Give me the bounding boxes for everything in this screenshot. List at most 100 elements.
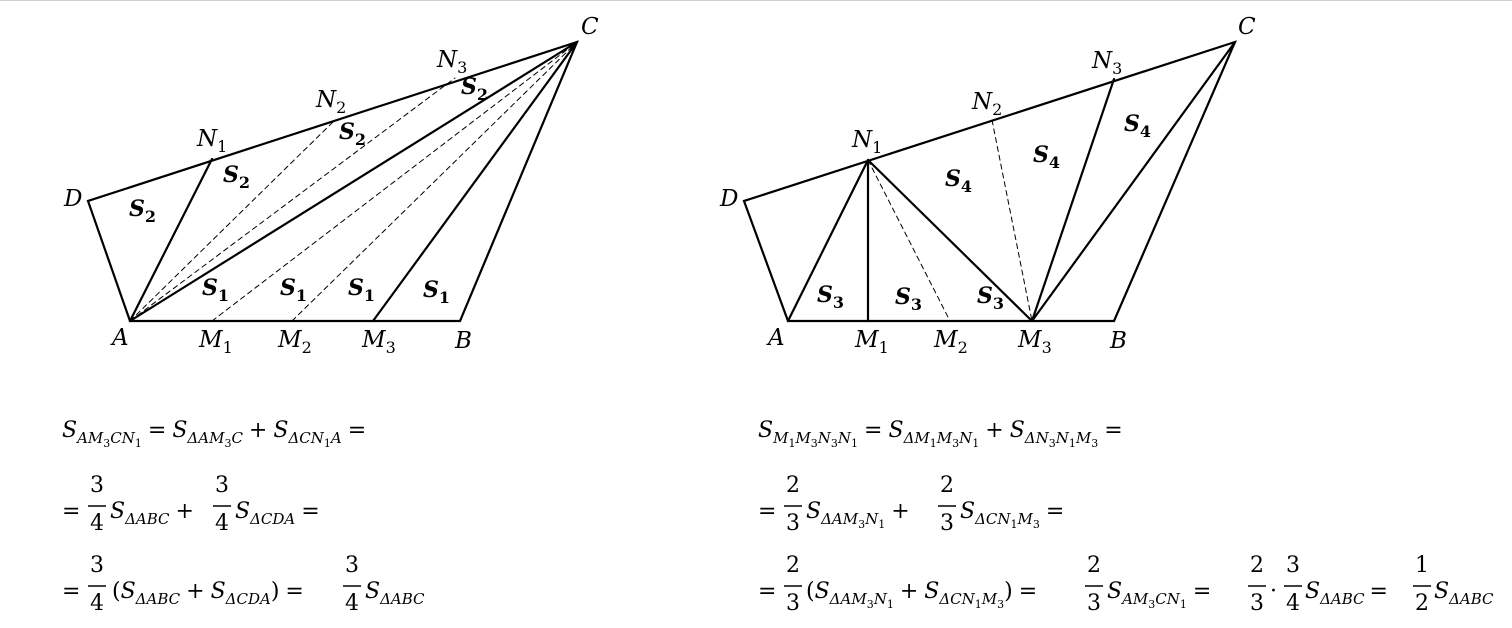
left-area-s2-d: S2 <box>461 74 488 104</box>
right-dashed-n2-m3 <box>991 119 1033 322</box>
left-area-s2-a: S2 <box>129 196 156 226</box>
svg-text:3: 3 <box>940 511 954 536</box>
right-label-c: C <box>1238 14 1256 40</box>
svg-text:4: 4 <box>215 511 229 536</box>
svg-text:3: 3 <box>786 511 800 536</box>
left-label-d: D <box>63 186 82 212</box>
right-eq-line3-frac1: 2 3 <box>784 553 802 616</box>
svg-text:3: 3 <box>1286 553 1300 578</box>
left-dashed-a-n3 <box>129 77 456 322</box>
svg-text:3: 3 <box>215 473 229 498</box>
right-area-s4-a: S4 <box>945 166 972 196</box>
left-dashed-m2-c <box>291 41 578 322</box>
svg-text:3: 3 <box>1087 591 1101 616</box>
left-area-s2-b: S2 <box>223 162 250 192</box>
left-eq-line2-term2: SΔCDA= <box>235 499 320 528</box>
right-label-d: D <box>719 186 738 212</box>
svg-text:2: 2 <box>786 473 800 498</box>
svg-text:2: 2 <box>1415 591 1429 616</box>
right-label-n3: N3 <box>1091 48 1122 78</box>
svg-text:3: 3 <box>90 473 104 498</box>
left-area-labels: S2 S2 S2 S2 S1 S1 S1 S1 <box>129 74 488 307</box>
left-label-b: B <box>454 328 472 354</box>
left-eq-line3-frac1: 3 4 <box>88 553 106 616</box>
right-eq-line3-result: SΔABC <box>1434 579 1494 608</box>
right-label-m2: M2 <box>933 327 968 357</box>
left-eq-line2-eq: = <box>62 499 80 524</box>
left-label-m3: M3 <box>361 327 396 357</box>
svg-text:2: 2 <box>1250 553 1264 578</box>
right-segment-a-n1 <box>786 158 870 323</box>
right-eq-line3-term: SAM3CN1= <box>1107 579 1211 611</box>
right-area-labels: S3 S3 S3 S4 S4 S4 <box>817 111 1151 314</box>
left-label-a: A <box>110 325 129 351</box>
svg-text:2: 2 <box>940 473 954 498</box>
right-eq-line3-body: (SΔAM3N1+SΔCN1M3)= <box>806 579 1037 611</box>
right-area-s3-b: S3 <box>895 284 922 314</box>
right-eq-line3-term2: SΔABC= <box>1305 579 1388 608</box>
left-area-s1-d: S1 <box>423 277 450 307</box>
left-eq-line2-frac2: 3 4 <box>213 473 231 536</box>
left-vertex-labels: A B C D M1 M2 M3 N1 N2 N3 <box>63 14 599 357</box>
svg-text:2: 2 <box>786 553 800 578</box>
right-eq-line3-frac2: 2 3 <box>1085 553 1103 616</box>
right-area-s4-c: S4 <box>1124 111 1151 141</box>
left-dashed-m1-c <box>211 41 578 322</box>
svg-text:4: 4 <box>345 591 359 616</box>
right-label-n2: N2 <box>971 89 1002 119</box>
left-label-m2: M2 <box>277 327 312 357</box>
right-eq-line2-term1: SΔAM3N1+ <box>806 499 910 531</box>
right-label-a: A <box>766 325 785 351</box>
left-equations: SAM3CN1=SΔAM3C+SΔCN1A= = 3 4 SΔABC+ 3 4 … <box>62 418 425 616</box>
right-label-m3: M3 <box>1017 327 1052 357</box>
left-quadrilateral-abcd <box>86 40 579 323</box>
right-label-n1: N1 <box>851 127 882 157</box>
svg-text:4: 4 <box>1286 591 1300 616</box>
left-label-n2: N2 <box>315 87 346 117</box>
right-eq-line2-frac2: 2 3 <box>938 473 956 536</box>
right-area-s3-a: S3 <box>817 282 844 312</box>
svg-text:2: 2 <box>1087 553 1101 578</box>
left-area-s1-b: S1 <box>280 275 307 305</box>
svg-text:3: 3 <box>345 553 359 578</box>
left-diagonal-ac <box>128 40 579 323</box>
right-eq-line2-term2: SΔCN1M3= <box>960 499 1064 531</box>
left-segment-a-n1 <box>128 157 214 323</box>
left-label-n3: N3 <box>436 47 467 77</box>
left-area-s1-c: S1 <box>348 275 375 305</box>
left-label-m1: M1 <box>198 327 233 357</box>
right-vertex-labels: A B C D M1 M2 M3 N1 N2 N3 <box>719 14 1256 357</box>
right-eq-line3-dot: · <box>1270 579 1277 604</box>
right-eq-line3-frac5: 1 2 <box>1413 553 1431 616</box>
left-eq-line2-term1: SΔABC+ <box>110 499 194 528</box>
svg-text:1: 1 <box>1415 553 1429 578</box>
right-area-s4-b: S4 <box>1033 142 1060 172</box>
top-border <box>0 0 1512 1</box>
left-label-c: C <box>581 14 599 40</box>
right-eq-line3-frac3: 2 3 <box>1248 553 1266 616</box>
left-eq-line3-eq: = <box>62 579 80 604</box>
right-segment-n1-m3 <box>866 158 1034 323</box>
right-eq-line1: SM1M3N3N1=SΔM1M3N1+SΔN3N1M3= <box>758 418 1123 450</box>
right-equations: SM1M3N3N1=SΔM1M3N1+SΔN3N1M3= = 2 3 SΔAM3… <box>758 418 1494 616</box>
left-eq-line2-frac1: 3 4 <box>88 473 106 536</box>
right-eq-line2-frac1: 2 3 <box>784 473 802 536</box>
svg-text:3: 3 <box>1250 591 1264 616</box>
right-segment-m3-n3 <box>1030 77 1116 323</box>
svg-text:3: 3 <box>90 553 104 578</box>
svg-text:4: 4 <box>90 511 104 536</box>
left-area-s2-c: S2 <box>339 119 366 149</box>
right-label-b: B <box>1109 328 1127 354</box>
left-dashed-a-n2 <box>129 120 335 322</box>
left-area-s1-a: S1 <box>202 275 229 305</box>
svg-text:4: 4 <box>90 591 104 616</box>
right-eq-line2-eq: = <box>758 499 776 524</box>
right-area-s3-c: S3 <box>977 283 1004 313</box>
left-label-n1: N1 <box>196 126 227 156</box>
svg-text:3: 3 <box>786 591 800 616</box>
left-eq-line1: SAM3CN1=SΔAM3C+SΔCN1A= <box>62 418 366 450</box>
left-segment-m3-c <box>371 40 579 323</box>
left-eq-line3-frac2: 3 4 <box>343 553 361 616</box>
right-segment-m3-c <box>1030 40 1237 323</box>
right-eq-line3-eq: = <box>758 579 776 604</box>
